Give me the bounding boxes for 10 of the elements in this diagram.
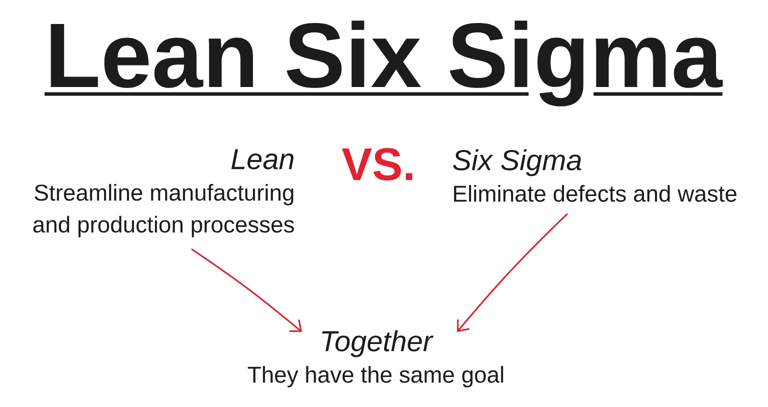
node-heading: Lean: [231, 149, 294, 170]
node-text: Eliminate defects and waste: [454, 185, 736, 202]
node-heading: Six Sigma: [453, 149, 582, 176]
arrow: [457, 213, 568, 332]
label: VS.: [342, 148, 412, 180]
node-heading: Together: [322, 330, 434, 358]
arrow: [191, 248, 302, 332]
node-text: They have the same goal: [248, 366, 504, 388]
title: Lean Six Sigma: [44, 20, 723, 106]
node-text: Streamline manufacturing and production processes: [33, 184, 294, 238]
